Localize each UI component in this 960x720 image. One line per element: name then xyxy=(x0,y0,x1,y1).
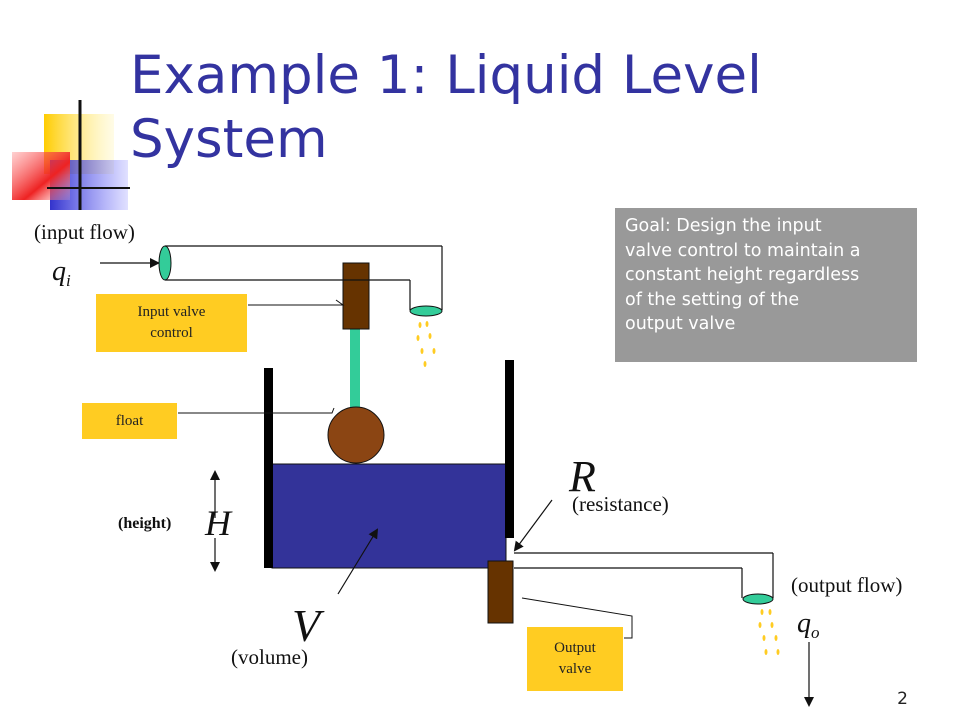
output-drops xyxy=(758,609,780,655)
q-o-sub: o xyxy=(811,623,820,642)
q-i-symbol: qi xyxy=(52,256,71,290)
float-stem xyxy=(350,328,360,414)
resistance-arrow xyxy=(513,499,553,552)
goal-line-1: Goal: Design the input xyxy=(625,216,822,236)
input-flow-label: (input flow) xyxy=(34,220,135,244)
goal-line-5: output valve xyxy=(625,314,736,334)
corner-decoration xyxy=(12,100,130,210)
tank-right-wall xyxy=(505,360,514,538)
input-drops xyxy=(416,321,436,367)
output-valve-leader xyxy=(521,597,633,639)
q-o-base: q xyxy=(797,608,811,639)
goal-line-2: valve control to maintain a xyxy=(625,240,861,261)
input-valve-control-line-2: control xyxy=(150,325,193,341)
slide-title: Example 1: Liquid Level System xyxy=(130,44,930,172)
input-valve-control-line-1: Input valve xyxy=(137,304,206,320)
float-leader xyxy=(178,407,335,414)
output-valve-line-2: valve xyxy=(558,661,592,677)
float-box: float xyxy=(82,403,177,439)
title-line-1: Example 1: Liquid Level xyxy=(130,45,762,106)
input-outlet xyxy=(409,305,443,317)
input-nozzle xyxy=(158,245,172,281)
q-i-sub: i xyxy=(66,271,71,290)
float-ball xyxy=(327,406,385,464)
q-i-base: q xyxy=(52,256,66,287)
output-valve xyxy=(487,560,514,624)
r-symbol: R xyxy=(569,452,596,501)
title-line-2: System xyxy=(130,109,328,170)
output-outlet xyxy=(742,593,774,605)
resistance-label: (resistance) xyxy=(572,492,669,516)
goal-box: Goal: Design the input valve control to … xyxy=(615,208,917,362)
goal-line-3: constant height regardless xyxy=(625,265,860,285)
output-flow-label: (output flow) xyxy=(791,573,903,597)
output-valve-line-1: Output xyxy=(554,640,596,656)
float-label: float xyxy=(115,413,144,429)
v-symbol: V xyxy=(292,600,321,651)
goal-line-4: of the setting of the xyxy=(625,289,800,310)
input-valve xyxy=(342,262,370,330)
volume-label: (volume) xyxy=(231,645,308,669)
input-valve-control-box: Input valve control xyxy=(96,294,247,352)
tank-left-wall xyxy=(264,368,273,568)
input-valve-leader xyxy=(248,299,345,306)
output-valve-box: Output valve xyxy=(527,627,623,691)
volume-arrow xyxy=(337,528,379,595)
page-number: 2 xyxy=(897,689,908,709)
height-label: (height) xyxy=(118,515,172,532)
q-o-symbol: qo xyxy=(797,608,820,642)
liquid xyxy=(271,463,507,569)
deco-red-square xyxy=(12,152,70,200)
h-symbol: H xyxy=(205,503,231,543)
